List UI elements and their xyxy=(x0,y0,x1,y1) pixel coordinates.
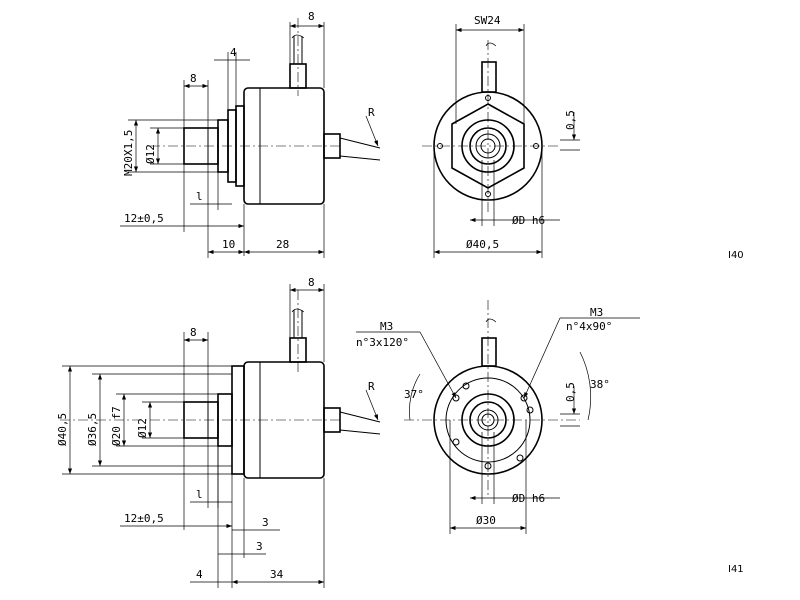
dim-3a: 3 xyxy=(262,516,269,529)
bottom-side-view: R 8 8 Ø40,5 Ø36,5 Ø20 f7 Ø12 l xyxy=(56,276,381,588)
mount-hole xyxy=(485,191,491,197)
label-m3-b: M3 xyxy=(590,306,603,319)
dim-d365: Ø36,5 xyxy=(86,413,99,446)
dim-m20: M20X1,5 xyxy=(122,130,135,176)
dim-4: 4 xyxy=(230,46,237,59)
dim-d405: Ø40,5 xyxy=(466,238,499,251)
dim-d12: Ø12 xyxy=(136,418,149,438)
mount-hole xyxy=(533,143,539,149)
dim-4: 4 xyxy=(196,568,203,581)
dim-l: l xyxy=(196,488,203,501)
dim-d20f7: Ø20 f7 xyxy=(110,406,123,446)
dim-sw24: SW24 xyxy=(474,14,501,27)
dim-d12: Ø12 xyxy=(144,144,157,164)
radius-label: R xyxy=(368,106,375,119)
radius-label: R xyxy=(368,380,375,393)
dim-28: 28 xyxy=(276,238,289,251)
figure-tag: I40 xyxy=(728,250,744,261)
dim-d405: Ø40,5 xyxy=(56,413,69,446)
dim-34: 34 xyxy=(270,568,284,581)
dim-12pm: 12±0,5 xyxy=(124,212,164,225)
dim-l: l xyxy=(196,190,203,203)
dim-05: 0,5 xyxy=(564,110,577,130)
label-m3-b-count: n°4x90° xyxy=(566,320,612,333)
side-gland xyxy=(323,133,341,159)
figure-tag: I41 xyxy=(728,564,744,575)
dim-3b: 3 xyxy=(256,540,263,553)
dim-12pm: 12±0,5 xyxy=(124,512,164,525)
dim-dh6: ØD h6 xyxy=(512,214,545,227)
top-side-view: R 8 4 8 M20X1,5 Ø12 l 12±0,5 xyxy=(120,10,381,258)
bottom-front-view: M3 n°3x120° M3 n°4x90° 37° 38° 0,5 ØD h6… xyxy=(356,300,640,534)
dim-05: 0,5 xyxy=(564,382,577,402)
dim-d30: Ø30 xyxy=(476,514,496,527)
top-front-view: SW24 0,5 ØD h6 Ø40,5 xyxy=(422,14,580,258)
dim-8-shaft: 8 xyxy=(190,326,197,339)
dim-dh6: ØD h6 xyxy=(512,492,545,505)
dim-10: 10 xyxy=(222,238,235,251)
mount-hole xyxy=(485,95,491,101)
dim-8-shaft: 8 xyxy=(190,72,197,85)
label-m3-a-count: n°3x120° xyxy=(356,336,409,349)
angle-37: 37° xyxy=(404,388,424,401)
dim-8-top: 8 xyxy=(308,276,315,289)
label-m3-a: M3 xyxy=(380,320,393,333)
angle-38: 38° xyxy=(590,378,610,391)
mount-hole xyxy=(437,143,443,149)
dim-8-top: 8 xyxy=(308,10,315,23)
